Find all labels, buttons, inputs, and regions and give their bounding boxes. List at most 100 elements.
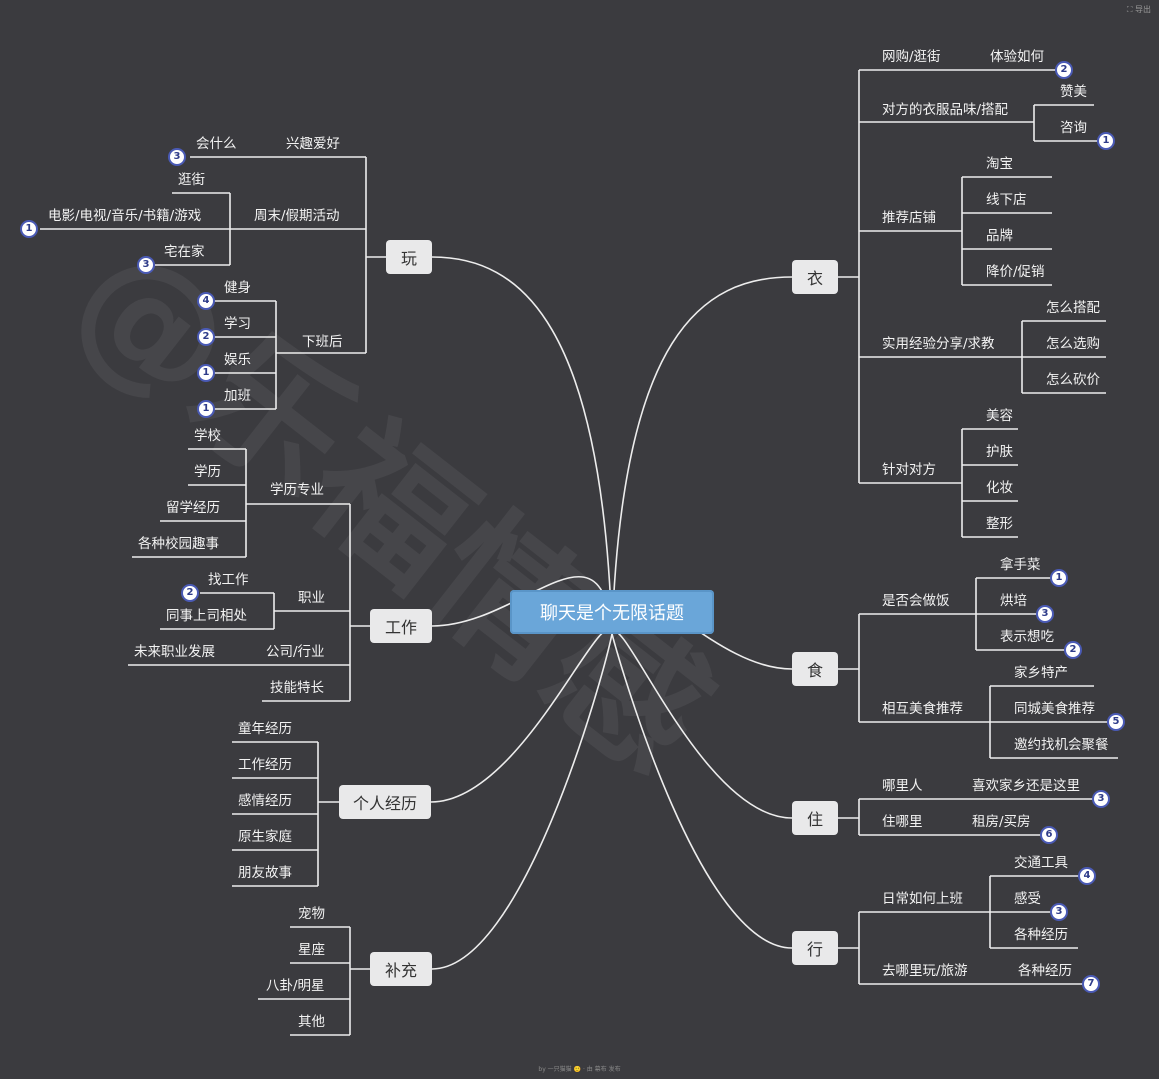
node-label[interactable]: 公司/行业 [266, 644, 325, 660]
count-badge: 3 [168, 148, 186, 166]
node-label[interactable]: 各种校园趣事 [138, 536, 219, 552]
footer-credit: by 一只猫猫 🙂 · 由 幕布 发布 [538, 1066, 621, 1073]
node-label[interactable]: 护肤 [986, 444, 1013, 460]
node-label[interactable]: 周末/假期活动 [254, 208, 340, 224]
node-label[interactable]: 工作经历 [238, 757, 292, 773]
node-label[interactable]: 是否会做饭 [882, 593, 950, 609]
branch-node-4[interactable]: 衣 [792, 260, 838, 294]
node-label[interactable]: 邀约找机会聚餐 [1014, 737, 1109, 753]
node-label[interactable]: 下班后 [302, 334, 343, 350]
node-label[interactable]: 宠物 [298, 906, 325, 922]
node-label[interactable]: 学校 [194, 428, 221, 444]
node-label[interactable]: 感情经历 [238, 793, 292, 809]
count-badge: 2 [197, 328, 215, 346]
node-label[interactable]: 留学经历 [166, 500, 220, 516]
branch-node-5[interactable]: 食 [792, 652, 838, 686]
count-badge: 1 [20, 220, 38, 238]
node-label[interactable]: 日常如何上班 [882, 891, 963, 907]
node-label[interactable]: 租房/买房 [972, 814, 1031, 830]
node-label[interactable]: 原生家庭 [238, 829, 292, 845]
node-label[interactable]: 同城美食推荐 [1014, 701, 1095, 717]
node-label[interactable]: 技能特长 [270, 680, 324, 696]
node-label[interactable]: 淘宝 [986, 156, 1013, 172]
node-label[interactable]: 赞美 [1060, 84, 1087, 100]
corner-label: 导出 [1135, 5, 1151, 14]
count-badge: 6 [1040, 826, 1058, 844]
count-badge: 2 [1055, 61, 1073, 79]
count-badge: 2 [181, 584, 199, 602]
node-label[interactable]: 相互美食推荐 [882, 701, 963, 717]
node-label[interactable]: 找工作 [208, 572, 249, 588]
count-badge: 1 [1097, 132, 1115, 150]
branch-node-3[interactable]: 补充 [370, 952, 432, 986]
node-label[interactable]: 朋友故事 [238, 865, 292, 881]
node-label[interactable]: 童年经历 [238, 721, 292, 737]
node-label[interactable]: 各种经历 [1014, 927, 1068, 943]
node-label[interactable]: 拿手菜 [1000, 557, 1041, 573]
node-label[interactable]: 烘培 [1000, 593, 1027, 609]
node-label[interactable]: 针对对方 [882, 462, 936, 478]
node-label[interactable]: 健身 [224, 280, 251, 296]
branch-node-7[interactable]: 行 [792, 931, 838, 965]
branch-node-6[interactable]: 住 [792, 801, 838, 835]
node-label[interactable]: 表示想吃 [1000, 629, 1054, 645]
node-label[interactable]: 感受 [1014, 891, 1041, 907]
node-label[interactable]: 家乡特产 [1014, 665, 1068, 681]
node-label[interactable]: 职业 [298, 590, 325, 606]
node-label[interactable]: 其他 [298, 1014, 325, 1030]
node-label[interactable]: 线下店 [986, 192, 1027, 208]
node-label[interactable]: 化妆 [986, 480, 1013, 496]
count-badge: 3 [1092, 790, 1110, 808]
node-label[interactable]: 电影/电视/音乐/书籍/游戏 [48, 208, 202, 224]
node-label[interactable]: 降价/促销 [986, 264, 1045, 280]
node-label[interactable]: 喜欢家乡还是这里 [972, 778, 1080, 794]
node-label[interactable]: 对方的衣服品味/搭配 [882, 102, 1009, 118]
node-label[interactable]: 学历专业 [270, 482, 324, 498]
root-node[interactable]: 聊天是个无限话题 [510, 590, 714, 634]
node-label[interactable]: 美容 [986, 408, 1013, 424]
node-label[interactable]: 咨询 [1060, 120, 1087, 136]
node-label[interactable]: 品牌 [986, 228, 1013, 244]
count-badge: 1 [197, 364, 215, 382]
node-label[interactable]: 体验如何 [990, 49, 1044, 65]
node-label[interactable]: 去哪里玩/旅游 [882, 963, 968, 979]
branch-node-0[interactable]: 玩 [386, 240, 432, 274]
node-label[interactable]: 哪里人 [882, 778, 923, 794]
node-label[interactable]: 住哪里 [882, 814, 923, 830]
count-badge: 7 [1082, 975, 1100, 993]
count-badge: 4 [1078, 867, 1096, 885]
node-label[interactable]: 逛街 [178, 172, 205, 188]
branch-node-2[interactable]: 个人经历 [339, 785, 431, 819]
node-label[interactable]: 各种经历 [1018, 963, 1072, 979]
node-label[interactable]: 宅在家 [164, 244, 205, 260]
node-label[interactable]: 实用经验分享/求教 [882, 336, 995, 352]
node-label[interactable]: 怎么砍价 [1046, 372, 1100, 388]
export-icon[interactable]: ⛶ 导出 [1126, 5, 1151, 14]
node-label[interactable]: 怎么搭配 [1046, 300, 1100, 316]
node-label[interactable]: 娱乐 [224, 352, 251, 368]
count-badge: 4 [197, 292, 215, 310]
node-label[interactable]: 兴趣爱好 [286, 136, 340, 152]
node-label[interactable]: 星座 [298, 942, 325, 958]
branch-node-1[interactable]: 工作 [370, 609, 432, 643]
count-badge: 1 [1050, 569, 1068, 587]
count-badge: 3 [1036, 605, 1054, 623]
count-badge: 1 [197, 400, 215, 418]
node-label[interactable]: 未来职业发展 [134, 644, 215, 660]
node-label[interactable]: 推荐店铺 [882, 210, 936, 226]
node-label[interactable]: 学历 [194, 464, 221, 480]
count-badge: 3 [137, 256, 155, 274]
node-label[interactable]: 会什么 [196, 136, 237, 152]
node-label[interactable]: 八卦/明星 [266, 978, 325, 994]
node-label[interactable]: 交通工具 [1014, 855, 1068, 871]
count-badge: 3 [1050, 903, 1068, 921]
node-label[interactable]: 怎么选购 [1046, 336, 1100, 352]
node-label[interactable]: 整形 [986, 516, 1013, 532]
node-label[interactable]: 网购/逛街 [882, 49, 941, 65]
node-label[interactable]: 学习 [224, 316, 251, 332]
node-label[interactable]: 同事上司相处 [166, 608, 247, 624]
count-badge: 2 [1064, 641, 1082, 659]
count-badge: 5 [1107, 713, 1125, 731]
node-label[interactable]: 加班 [224, 388, 251, 404]
